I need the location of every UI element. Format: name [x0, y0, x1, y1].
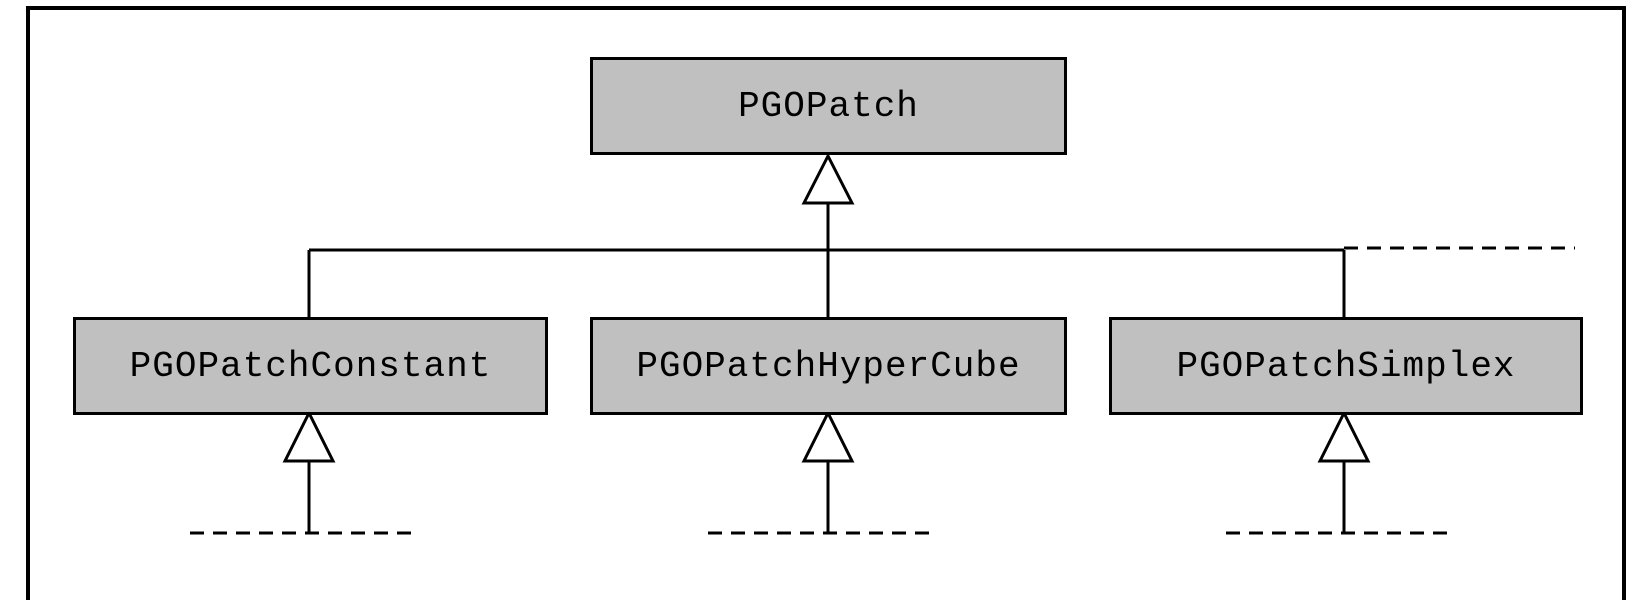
class-box-pgopatchconstant: PGOPatchConstant	[73, 317, 548, 415]
class-box-pgopatch: PGOPatch	[590, 57, 1067, 155]
class-box-pgopatchhypercube: PGOPatchHyperCube	[590, 317, 1067, 415]
root-generalization-arrow	[801, 152, 855, 205]
hypercube-generalization-arrow	[801, 409, 855, 463]
class-box-pgopatchsimplex: PGOPatchSimplex	[1109, 317, 1583, 415]
simplex-generalization-arrow	[1317, 409, 1371, 463]
diagram-frame	[26, 6, 1626, 600]
constant-generalization-arrow	[282, 409, 336, 463]
